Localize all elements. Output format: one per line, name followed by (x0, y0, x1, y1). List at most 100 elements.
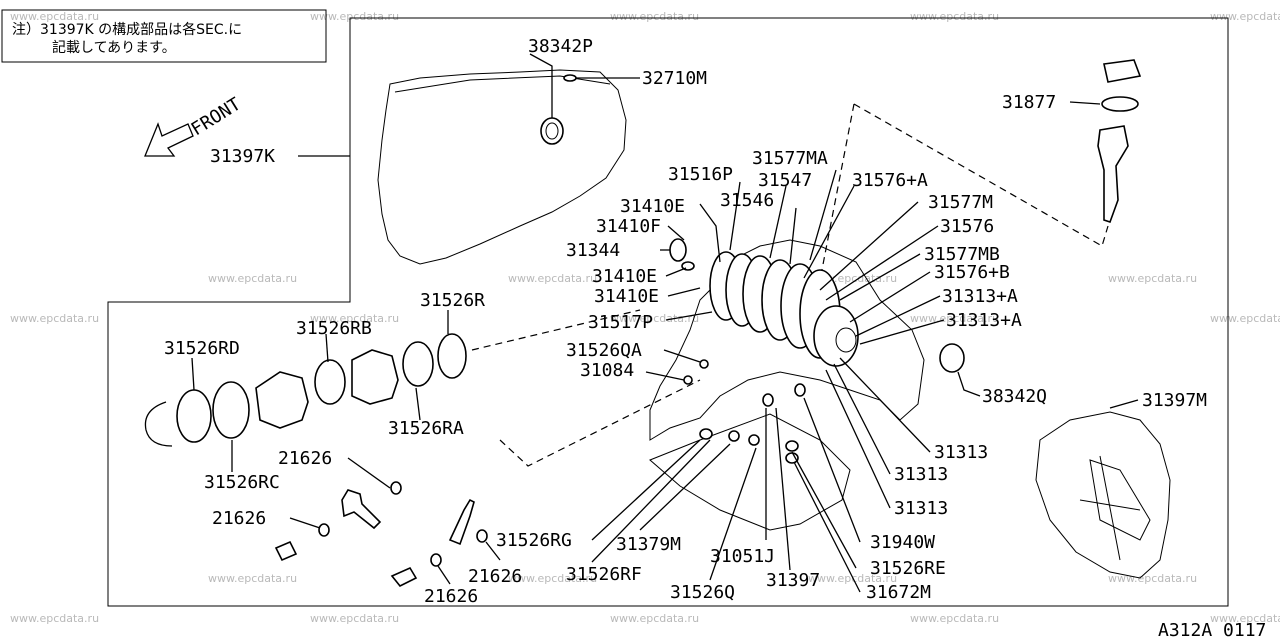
part-label: 31517P (588, 312, 653, 333)
note-line-1: 注）31397K の構成部品は各SEC.に (12, 22, 242, 38)
note-box (1, 9, 327, 63)
note-line-2: 記載してあります。 (52, 39, 176, 56)
watermark: www.epcdata.ru (910, 10, 999, 23)
part-label: 31313+A (946, 310, 1022, 331)
watermark: www.epcdata.ru (508, 272, 597, 285)
watermark: www.epcdata.ru (1210, 312, 1280, 325)
part-label: 31344 (566, 240, 620, 261)
front-label: FRONT (188, 94, 245, 141)
watermark: www.epcdata.ru (1108, 572, 1197, 585)
dashed-guide-lower (499, 379, 701, 467)
diagram-code: A312A 0117 (1158, 620, 1266, 640)
gasket-inner-edge (394, 75, 611, 93)
seal-38342p-shape (540, 117, 564, 145)
part-label: 31672M (866, 582, 931, 603)
part-label: 31577MB (924, 244, 1000, 265)
seal-38342p-inner (545, 122, 559, 140)
watermark: www.epcdata.ru (610, 612, 699, 625)
part-label: 31526RF (566, 564, 642, 585)
part-label: 31526RA (388, 418, 464, 439)
part-label: 31526RD (164, 338, 240, 359)
watermark: www.epcdata.ru (610, 312, 699, 325)
watermark: www.epcdata.ru (910, 612, 999, 625)
part-label: 38342Q (982, 386, 1047, 407)
part-label: 38342P (528, 36, 593, 57)
part-label: 21626 (212, 508, 266, 529)
part-label: 31397K (210, 146, 275, 167)
part-label: 31940W (870, 532, 935, 553)
side-cover-31397m-shape (1035, 411, 1171, 579)
part-label: 31410F (596, 216, 661, 237)
watermark: www.epcdata.ru (310, 612, 399, 625)
watermark: www.epcdata.ru (1210, 612, 1280, 625)
part-label: 31526QA (566, 340, 642, 361)
oring-31672m-shape (785, 452, 799, 464)
part-label: 31410E (592, 266, 657, 287)
watermark: www.epcdata.ru (310, 312, 399, 325)
watermark: www.epcdata.ru (10, 612, 99, 625)
part-label: 31546 (720, 190, 774, 211)
part-label: 31576 (940, 216, 994, 237)
watermark: www.epcdata.ru (10, 312, 99, 325)
part-label: 21626 (278, 448, 332, 469)
oring-31397-shape (762, 393, 774, 407)
part-labels: 38342P 32710M 31397K 31877 31516P 31577M… (164, 36, 1207, 607)
part-label: 31313 (894, 464, 948, 485)
part-label: 31313 (934, 442, 988, 463)
part-label: 31526RE (870, 558, 946, 579)
part-label: 31577MA (752, 148, 828, 169)
gasket-31397k-shape (377, 69, 627, 265)
clutch-pack-shape (709, 251, 859, 367)
part-label: 31526R (420, 290, 485, 311)
part-label: 31397M (1142, 390, 1207, 411)
part-label: 21626 (468, 566, 522, 587)
part-label: 31576+B (934, 262, 1010, 283)
watermark: www.epcdata.ru (10, 10, 99, 23)
watermark: www.epcdata.ru (310, 10, 399, 23)
oring-31940w-shape (794, 383, 806, 397)
watermark: www.epcdata.ru (1210, 10, 1280, 23)
part-label: 31410E (620, 196, 685, 217)
part-label: 31516P (668, 164, 733, 185)
part-label: 31051J (710, 546, 775, 567)
plug-31379m-shape (728, 430, 740, 442)
oil-pan-gasket-shape (649, 413, 851, 531)
oring-31526qa-shape (699, 359, 709, 369)
nut-31051j-shape (748, 434, 760, 446)
side-cover-rib (1089, 459, 1151, 541)
part-label: 31576+A (852, 170, 928, 191)
accumulator-parts-shape (144, 333, 467, 447)
dashed-guide-seals (471, 309, 641, 351)
watermark: www.epcdata.ru (610, 10, 699, 23)
part-label: 31379M (616, 534, 681, 555)
watermark: www.epcdata.ru (208, 572, 297, 585)
part-label: 31526RB (296, 318, 372, 339)
plug-31526rg-shape (699, 428, 713, 440)
part-label: 31410E (594, 286, 659, 307)
part-label: 31547 (758, 170, 812, 191)
assembly-frame (107, 17, 1229, 607)
part-label: 31877 (1002, 92, 1056, 113)
oring-31526re-shape (785, 440, 799, 452)
part-label: 31526RG (496, 530, 572, 551)
leader-lines (191, 53, 1139, 593)
oring-31084-shape (683, 375, 693, 385)
part-label: 31084 (580, 360, 634, 381)
part-label: 31313 (894, 498, 948, 519)
watermark: www.epcdata.ru (208, 272, 297, 285)
part-label: 31577M (928, 192, 993, 213)
pipes-bolts-shape (274, 481, 488, 588)
transmission-case-shape (649, 239, 925, 441)
watermark: www.epcdata.ru (1108, 272, 1197, 285)
part-label: 32710M (642, 68, 707, 89)
side-cover-rib-2 (1079, 455, 1141, 561)
dashed-guide-sensor-2 (819, 103, 855, 281)
watermark: www.epcdata.ru (910, 312, 999, 325)
part-label: 31397 (766, 570, 820, 591)
part-label: 31313+A (942, 286, 1018, 307)
part-label: 31526Q (670, 582, 735, 603)
oring-32710m-shape (563, 74, 577, 82)
sensor-31877-shape (1097, 59, 1142, 224)
part-label: 21626 (424, 586, 478, 607)
